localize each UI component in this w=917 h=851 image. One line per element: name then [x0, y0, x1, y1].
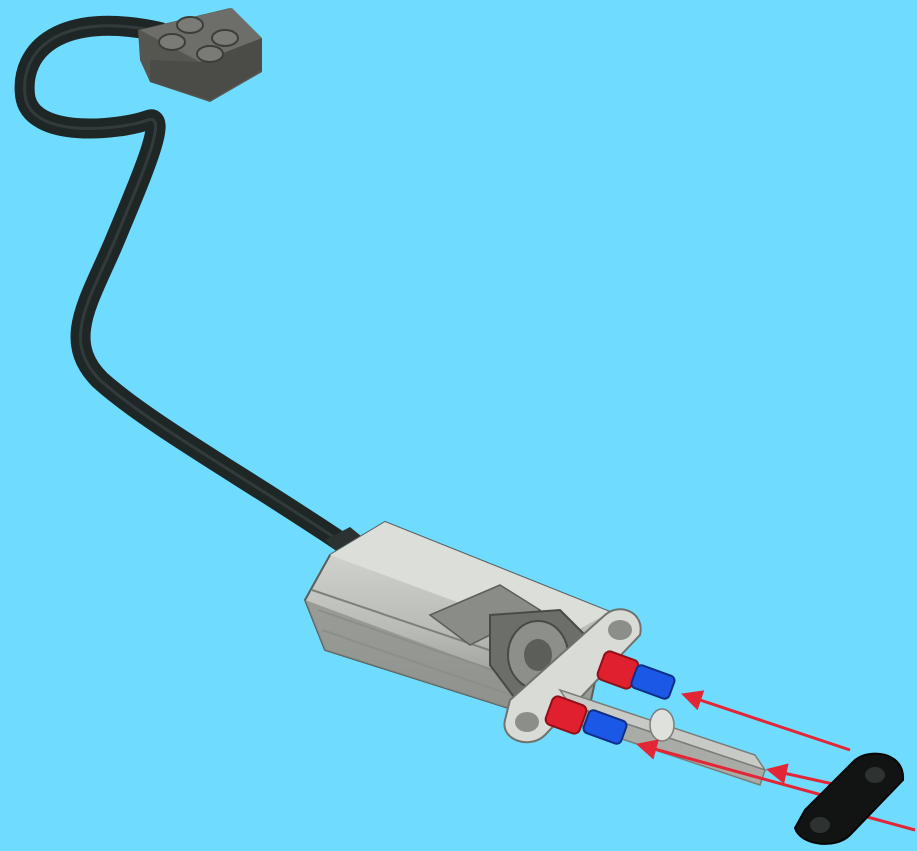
- stud-icon: [212, 30, 238, 46]
- stud-icon: [197, 46, 223, 62]
- stud-icon: [177, 17, 203, 33]
- axle-bushing: [650, 709, 674, 741]
- stud-icon: [159, 34, 185, 50]
